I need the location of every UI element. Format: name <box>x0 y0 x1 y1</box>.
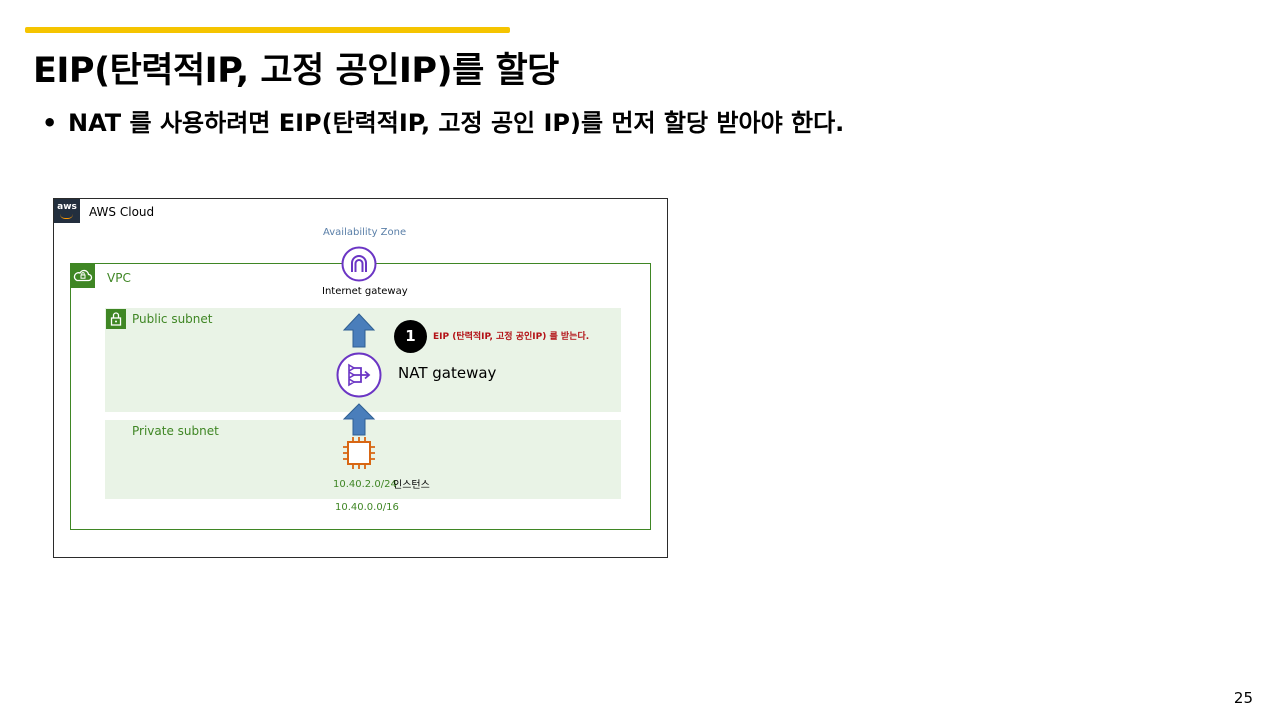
vpc-cidr: 10.40.0.0/16 <box>335 502 399 513</box>
up-arrow-icon <box>342 403 376 436</box>
eip-annotation: EIP (탄력적IP, 고정 공인IP) 를 받는다. <box>433 332 590 342</box>
internet-gateway-icon <box>341 246 377 282</box>
nat-gateway-icon <box>336 352 382 398</box>
bullet-point: • NAT 를 사용하려면 EIP(탄력적IP, 고정 공인 IP)를 먼저 할당… <box>42 103 844 138</box>
bullet-symbol: • <box>42 109 58 137</box>
private-subnet-label: Private subnet <box>132 424 219 438</box>
availability-zone-label: Availability Zone <box>323 227 407 238</box>
page-number: 25 <box>1233 689 1253 707</box>
vpc-cloud-icon <box>71 264 95 288</box>
aws-smile-mark <box>60 214 73 219</box>
private-subnet-cidr: 10.40.2.0/24 <box>333 479 397 490</box>
slide-title: EIP(탄력적IP, 고정 공인IP)를 할당 <box>33 51 559 91</box>
vpc-label: VPC <box>107 271 131 285</box>
title-accent-bar <box>25 27 510 33</box>
bullet-text: NAT 를 사용하려면 EIP(탄력적IP, 고정 공인 IP)를 먼저 할당 … <box>68 109 845 137</box>
public-subnet-label: Public subnet <box>132 312 213 326</box>
aws-cloud-boundary <box>53 198 668 558</box>
aws-logo: aws <box>54 199 80 223</box>
lock-icon <box>106 309 126 329</box>
up-arrow-icon <box>342 313 376 348</box>
step-number-badge: 1 <box>394 320 427 353</box>
aws-logo-text: aws <box>57 202 77 212</box>
internet-gateway-label: Internet gateway <box>322 286 408 297</box>
instance-label: 인스턴스 <box>393 480 430 491</box>
nat-gateway-label: NAT gateway <box>398 364 497 382</box>
aws-cloud-label: AWS Cloud <box>89 205 155 219</box>
ec2-instance-icon <box>343 437 375 469</box>
